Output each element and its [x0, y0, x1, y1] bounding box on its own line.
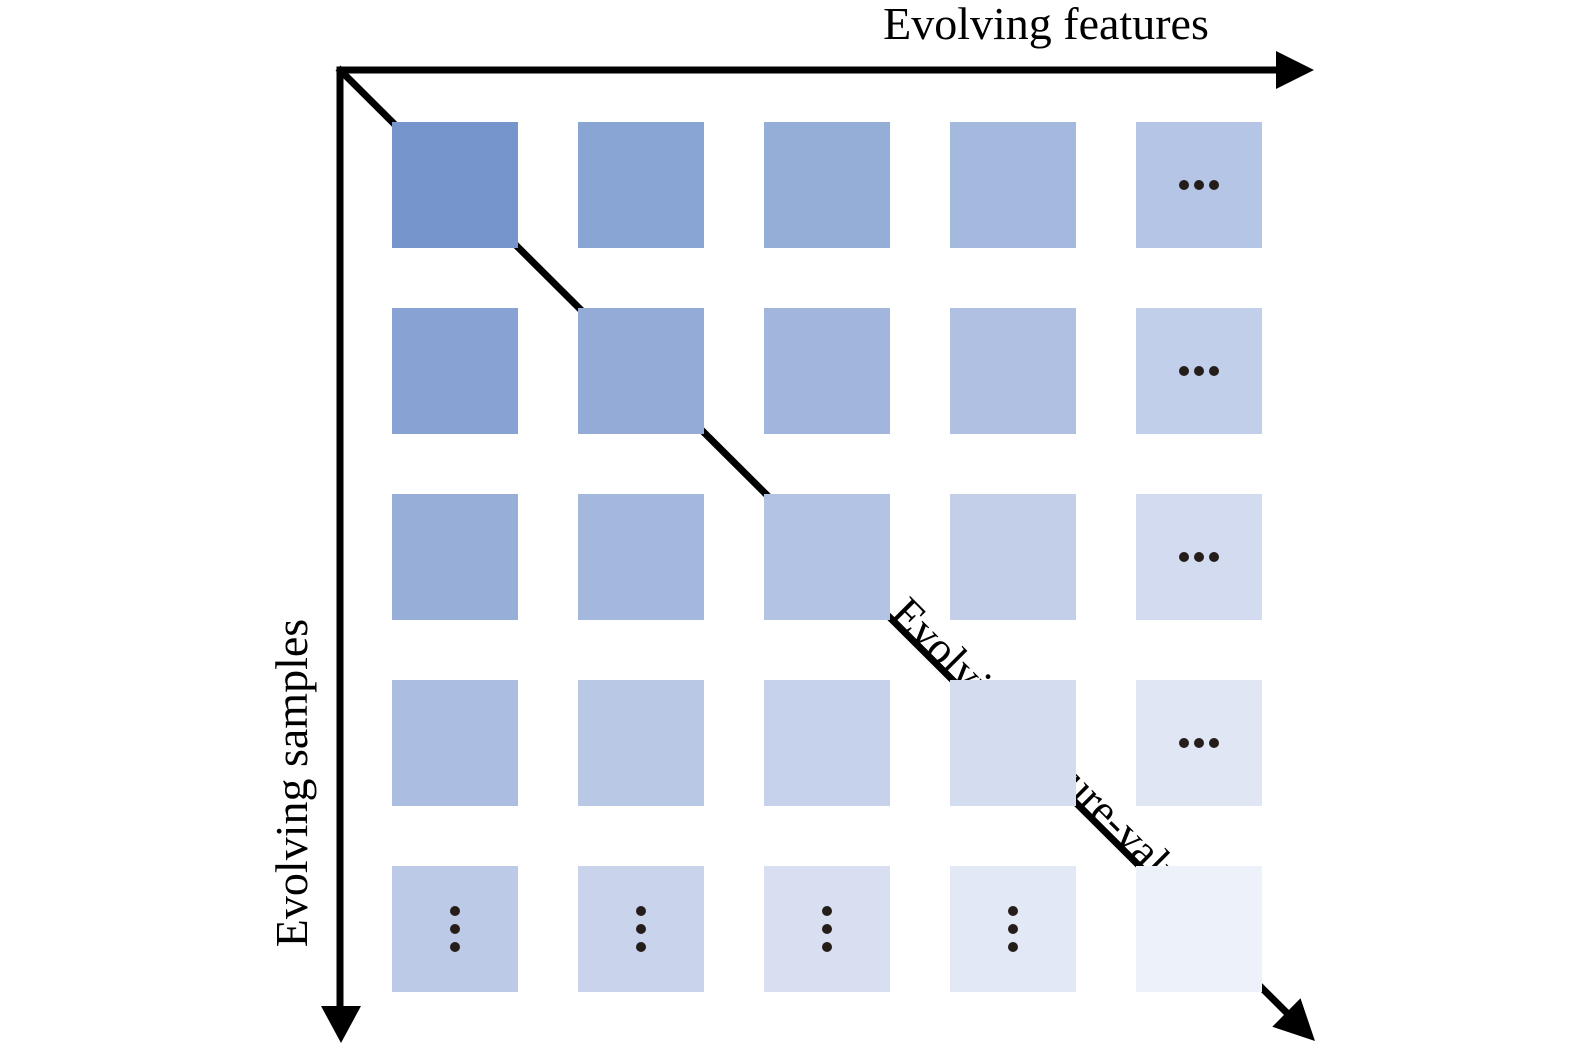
features-axis-label: Evolving features	[883, 0, 1209, 49]
horizontal-ellipsis-icon	[1179, 552, 1219, 562]
matrix-cell-r4c5	[1136, 680, 1262, 806]
samples-axis-arrow	[321, 66, 361, 1043]
matrix-cell-r5c1	[392, 866, 518, 992]
matrix-cell-r3c5	[1136, 494, 1262, 620]
vertical-ellipsis-icon	[822, 906, 832, 952]
matrix-cell-r5c2	[578, 866, 704, 992]
vertical-ellipsis-icon	[450, 906, 460, 952]
features-axis-arrow	[336, 51, 1314, 89]
samples-axis-arrowhead-icon	[321, 1006, 361, 1043]
matrix-cell-r2c4	[950, 308, 1076, 434]
matrix-cell-r3c3	[764, 494, 890, 620]
matrix-cell-r3c1	[392, 494, 518, 620]
samples-axis-label: Evolving samples	[266, 618, 317, 948]
matrix-cell-r5c3	[764, 866, 890, 992]
vertical-ellipsis-icon	[636, 906, 646, 952]
horizontal-ellipsis-icon	[1179, 738, 1219, 748]
feature-values-axis-arrowhead-icon	[1272, 998, 1315, 1041]
horizontal-ellipsis-icon	[1179, 366, 1219, 376]
vertical-ellipsis-icon	[1008, 906, 1018, 952]
matrix-cell-r2c1	[392, 308, 518, 434]
matrix-cell-r4c1	[392, 680, 518, 806]
matrix-cell-r5c4	[950, 866, 1076, 992]
matrix-cell-r2c2	[578, 308, 704, 434]
horizontal-ellipsis-icon	[1179, 180, 1219, 190]
matrix-cell-r4c2	[578, 680, 704, 806]
matrix-cell-r4c4	[950, 680, 1076, 806]
matrix-cell-r1c3	[764, 122, 890, 248]
matrix-cell-r5c5	[1136, 866, 1262, 992]
matrix-cell-r1c4	[950, 122, 1076, 248]
matrix-cell-r3c2	[578, 494, 704, 620]
matrix-cell-r3c4	[950, 494, 1076, 620]
features-axis-arrowhead-icon	[1276, 51, 1314, 89]
data-matrix	[392, 122, 1262, 992]
matrix-cell-r2c3	[764, 308, 890, 434]
matrix-cell-r1c5	[1136, 122, 1262, 248]
matrix-cell-r1c1	[392, 122, 518, 248]
matrix-cell-r4c3	[764, 680, 890, 806]
matrix-cell-r1c2	[578, 122, 704, 248]
matrix-cell-r2c5	[1136, 308, 1262, 434]
